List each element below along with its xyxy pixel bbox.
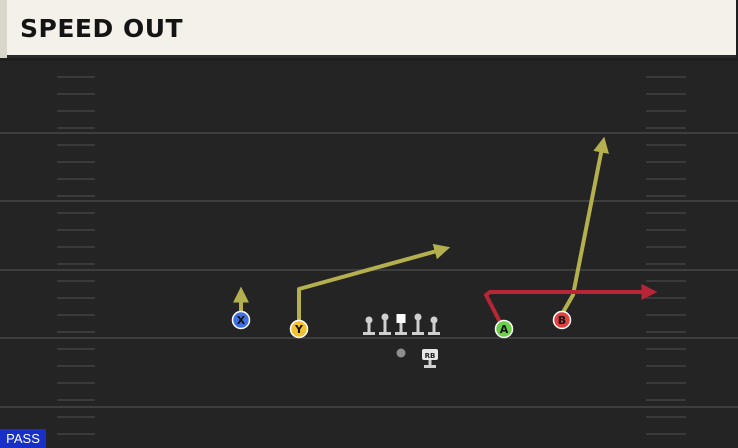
center-icon [395,314,407,335]
play-diagram: RB X Y A B [0,76,738,435]
player-x-label: X [237,314,246,327]
rb-label: RB [425,352,436,360]
player-b-marker [552,310,572,330]
title-accent-stripe [0,0,7,58]
play-title-bar: SPEED OUT [0,0,736,58]
player-a-label: A [500,323,509,336]
lineman-icon [428,316,440,335]
qb-dot-icon [396,348,406,358]
lineman-icon [379,313,391,335]
player-a[interactable]: A [494,319,514,339]
player-b-label: B [558,314,566,327]
lineman-icon [363,316,375,335]
lineman-icon [412,313,424,335]
player-y-label: Y [294,323,304,336]
player-y-marker [289,319,309,339]
route-b [560,136,609,316]
hash-marks [57,76,686,435]
offensive-line [363,313,440,335]
player-y[interactable]: Y [289,319,309,339]
play-field: RB X Y A B [0,61,738,448]
route-y [297,243,451,325]
player-a-marker [494,319,514,339]
rb-player[interactable]: RB [422,349,438,368]
play-type-badge: PASS [0,429,46,448]
rb-badge [422,349,438,360]
player-x[interactable]: X [231,310,251,330]
player-b[interactable]: B [552,310,572,330]
play-name: SPEED OUT [20,14,184,43]
player-x-marker [231,310,251,330]
routes [233,136,658,325]
route-a [484,284,658,324]
